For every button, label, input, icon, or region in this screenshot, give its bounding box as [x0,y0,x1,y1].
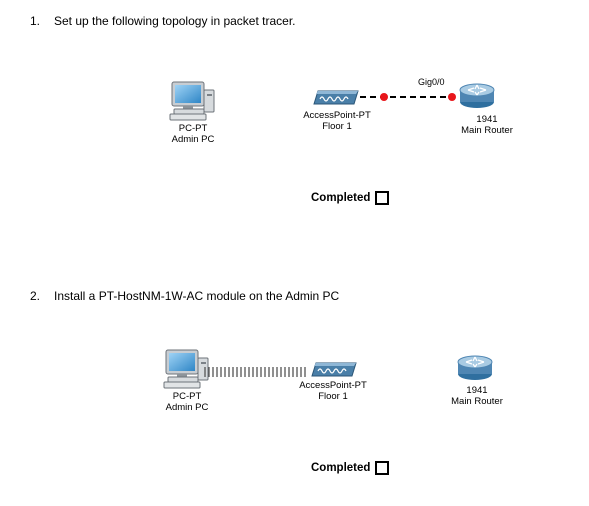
pc-type: PC-PT [172,391,202,402]
step-1-number: 1. [30,14,41,28]
pc-icon [169,81,215,121]
pc-type: PC-PT [178,123,208,134]
step-1-completed: Completed [311,191,390,205]
step-2-number: 2. [30,289,41,303]
completed-label: Completed [311,462,371,474]
wireless-link [204,367,306,377]
completed-label: Completed [311,192,371,204]
pc-label: PC-PT Admin PC [142,391,232,413]
link-endpoint-dot [380,93,388,101]
access-point-icon [313,90,359,105]
network-link [360,93,456,101]
router-icon [459,83,495,108]
router-name: Main Router [461,125,513,136]
pc-name: Admin PC [171,134,215,145]
step-1-instruction: 1. Set up the following topology in packe… [30,14,295,28]
step-2-text: Install a PT-HostNM-1W-AC module on the … [54,289,340,303]
step-1-text: Set up the following topology in packet … [54,14,296,28]
step-2-instruction: 2. Install a PT-HostNM-1W-AC module on th… [30,289,339,303]
step-2-completed: Completed [311,461,390,475]
checkbox-icon[interactable] [375,461,390,475]
checkbox-icon[interactable] [375,191,390,205]
router-icon [457,355,493,380]
pc-name: Admin PC [165,402,209,413]
ap-name: Floor 1 [322,121,352,132]
router-model: 1941 [466,385,488,396]
ap-name: Floor 1 [318,391,348,402]
router-model: 1941 [476,114,498,125]
access-point-icon [311,362,357,377]
link-interface-label: Gig0/0 [418,77,445,87]
router-name: Main Router [451,396,503,407]
pc-label: PC-PT Admin PC [148,123,238,145]
router-label: 1941 Main Router [442,114,532,136]
pc-icon [163,349,209,389]
ap-label: AccessPoint-PT Floor 1 [292,110,382,132]
ap-type: AccessPoint-PT [303,110,371,121]
ap-type: AccessPoint-PT [299,380,367,391]
link-endpoint-dot [448,93,456,101]
ap-label: AccessPoint-PT Floor 1 [288,380,378,402]
router-label: 1941 Main Router [432,385,522,407]
